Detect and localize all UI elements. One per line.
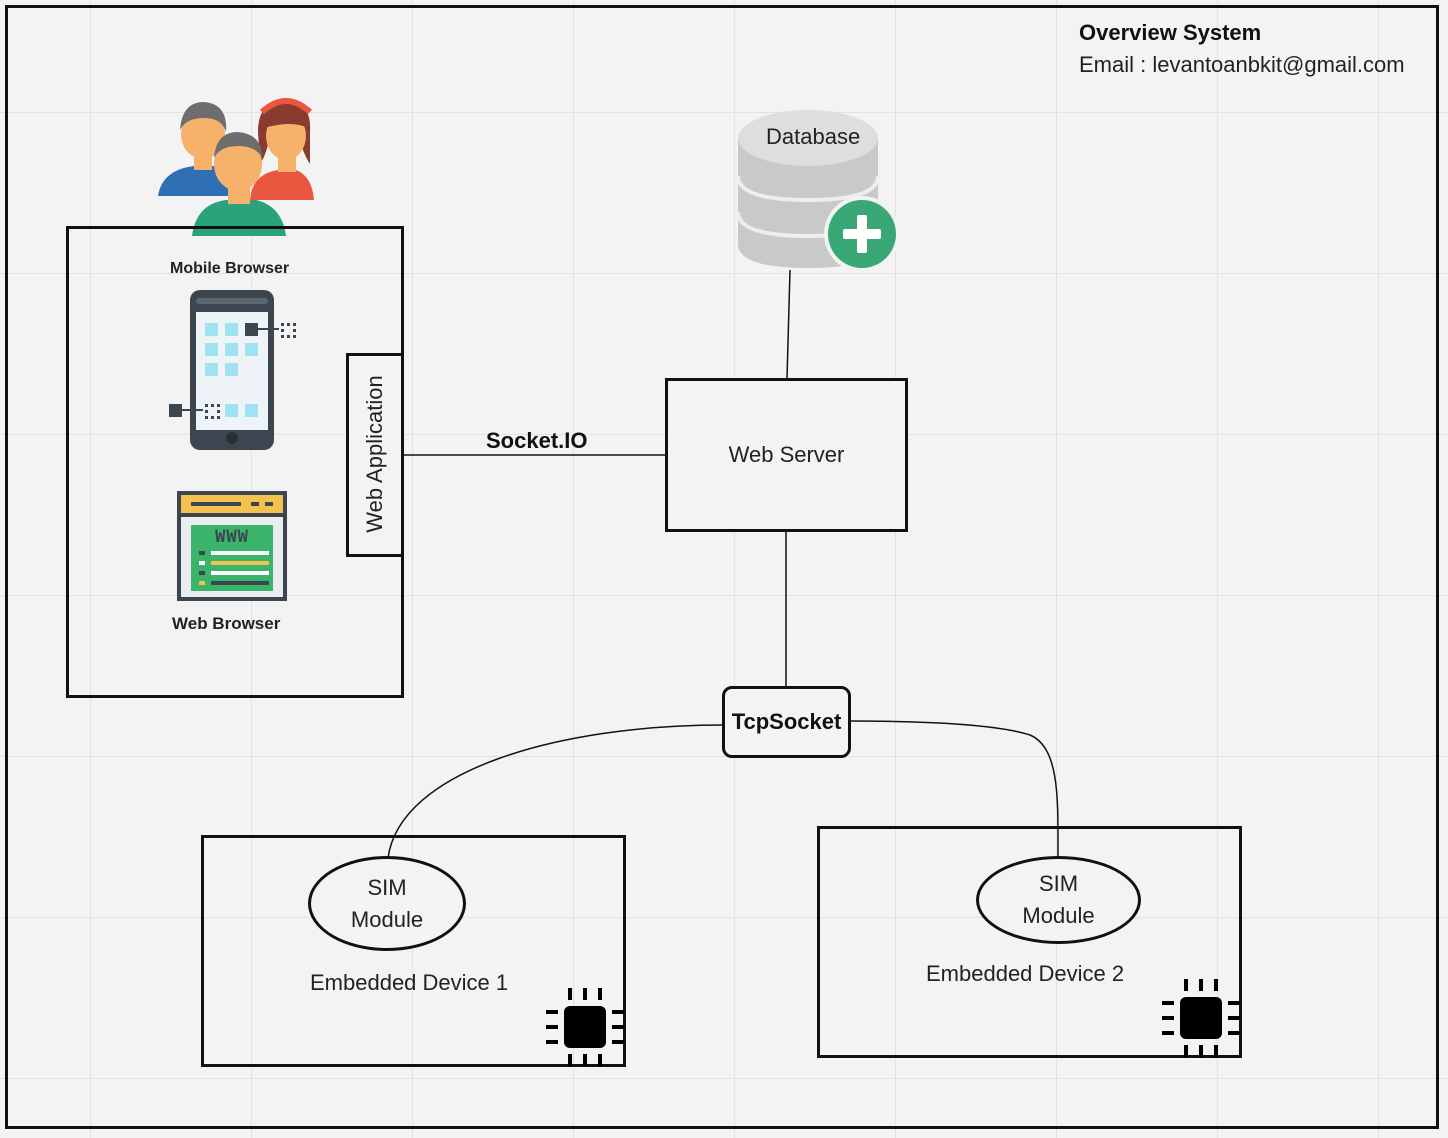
contact-email: Email : levantoanbkit@gmail.com bbox=[1079, 52, 1405, 77]
smartphone-icon bbox=[169, 290, 296, 450]
sim-module-1-line1: SIM bbox=[367, 874, 407, 900]
tcpsocket-box: TcpSocket bbox=[722, 686, 851, 758]
sim-module-1-line2: Module bbox=[350, 906, 424, 932]
sim-module-2: SIM Module bbox=[976, 856, 1141, 944]
sim-module-1: SIM Module bbox=[308, 856, 466, 951]
tcpsocket-label: TcpSocket bbox=[731, 709, 842, 734]
web-browser-icon: WWW bbox=[177, 491, 287, 601]
embedded-device-1-label: Embedded Device 1 bbox=[310, 970, 509, 995]
chip-icon bbox=[1162, 979, 1240, 1057]
web-server-box: Web Server bbox=[665, 378, 908, 532]
mobile-browser-label: Mobile Browser bbox=[170, 260, 290, 277]
embedded-device-1-box bbox=[201, 835, 626, 1067]
tcp-device2-line bbox=[849, 720, 1059, 859]
web-application-box bbox=[346, 353, 404, 557]
page-title: Overview System bbox=[1079, 20, 1262, 45]
embedded-device-2-box bbox=[817, 826, 1242, 1058]
plus-icon bbox=[828, 200, 896, 268]
web-application-label: Web Application bbox=[362, 375, 387, 533]
socketio-label: Socket.IO bbox=[486, 428, 588, 453]
database-label: Database bbox=[766, 124, 861, 149]
db-server-line bbox=[786, 269, 791, 379]
tcp-device1-line bbox=[387, 724, 724, 859]
www-text: WWW bbox=[215, 527, 249, 547]
sim-module-2-line2: Module bbox=[1022, 903, 1095, 928]
sim-module-2-line1: SIM bbox=[1038, 871, 1079, 896]
web-server-label: Web Server bbox=[728, 442, 845, 467]
embedded-device-2-label: Embedded Device 2 bbox=[926, 961, 1125, 986]
chip-icon bbox=[546, 988, 624, 1066]
web-browser-label: Web Browser bbox=[172, 614, 281, 633]
outer-frame bbox=[5, 5, 1439, 1129]
users-icon bbox=[158, 98, 314, 236]
